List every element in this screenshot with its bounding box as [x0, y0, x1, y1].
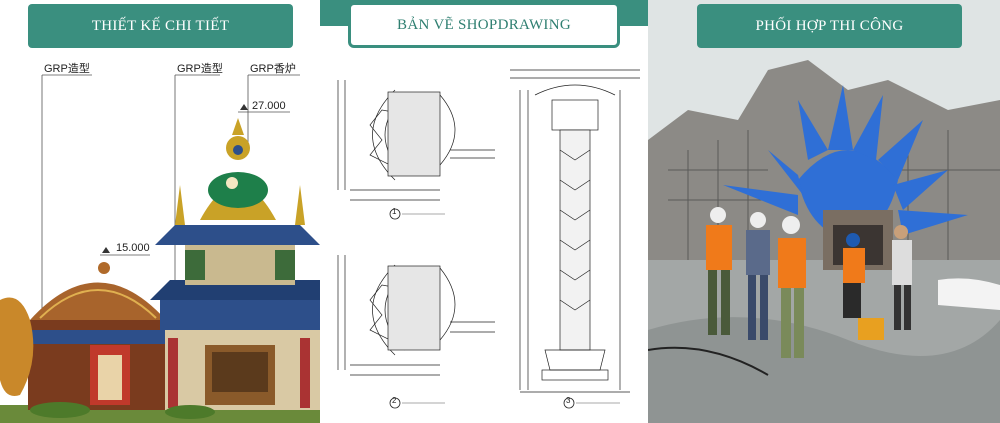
elevation-top-label: 27.000 — [252, 100, 286, 112]
design-render-panel: GRP造型 GRP造型 GRP香炉 27.000 15.000 — [0, 0, 320, 423]
grp-censer-label: GRP香炉 — [250, 63, 296, 75]
plan-callout-2: 2 — [392, 396, 397, 405]
elevation-mid-label: 15.000 — [116, 242, 150, 254]
temple-elevation-render — [0, 74, 320, 423]
construction-site-photo — [648, 0, 1000, 423]
cad-shop-drawing — [337, 69, 640, 409]
grp-form-label-b: GRP造型 — [177, 63, 223, 75]
shopdrawing-panel: 1 2 3 — [320, 0, 648, 423]
plan-callout-1: 1 — [392, 207, 397, 216]
shopdrawing-banner: BẢN VẼ SHOPDRAWING — [348, 2, 620, 48]
design-banner: THIẾT KẾ CHI TIẾT — [28, 4, 293, 48]
construction-banner: PHỐI HỢP THI CÔNG — [697, 4, 962, 48]
construction-photo-panel — [648, 0, 1000, 423]
grp-form-label-a: GRP造型 — [44, 63, 90, 75]
elevation-callout-3: 3 — [566, 396, 571, 405]
